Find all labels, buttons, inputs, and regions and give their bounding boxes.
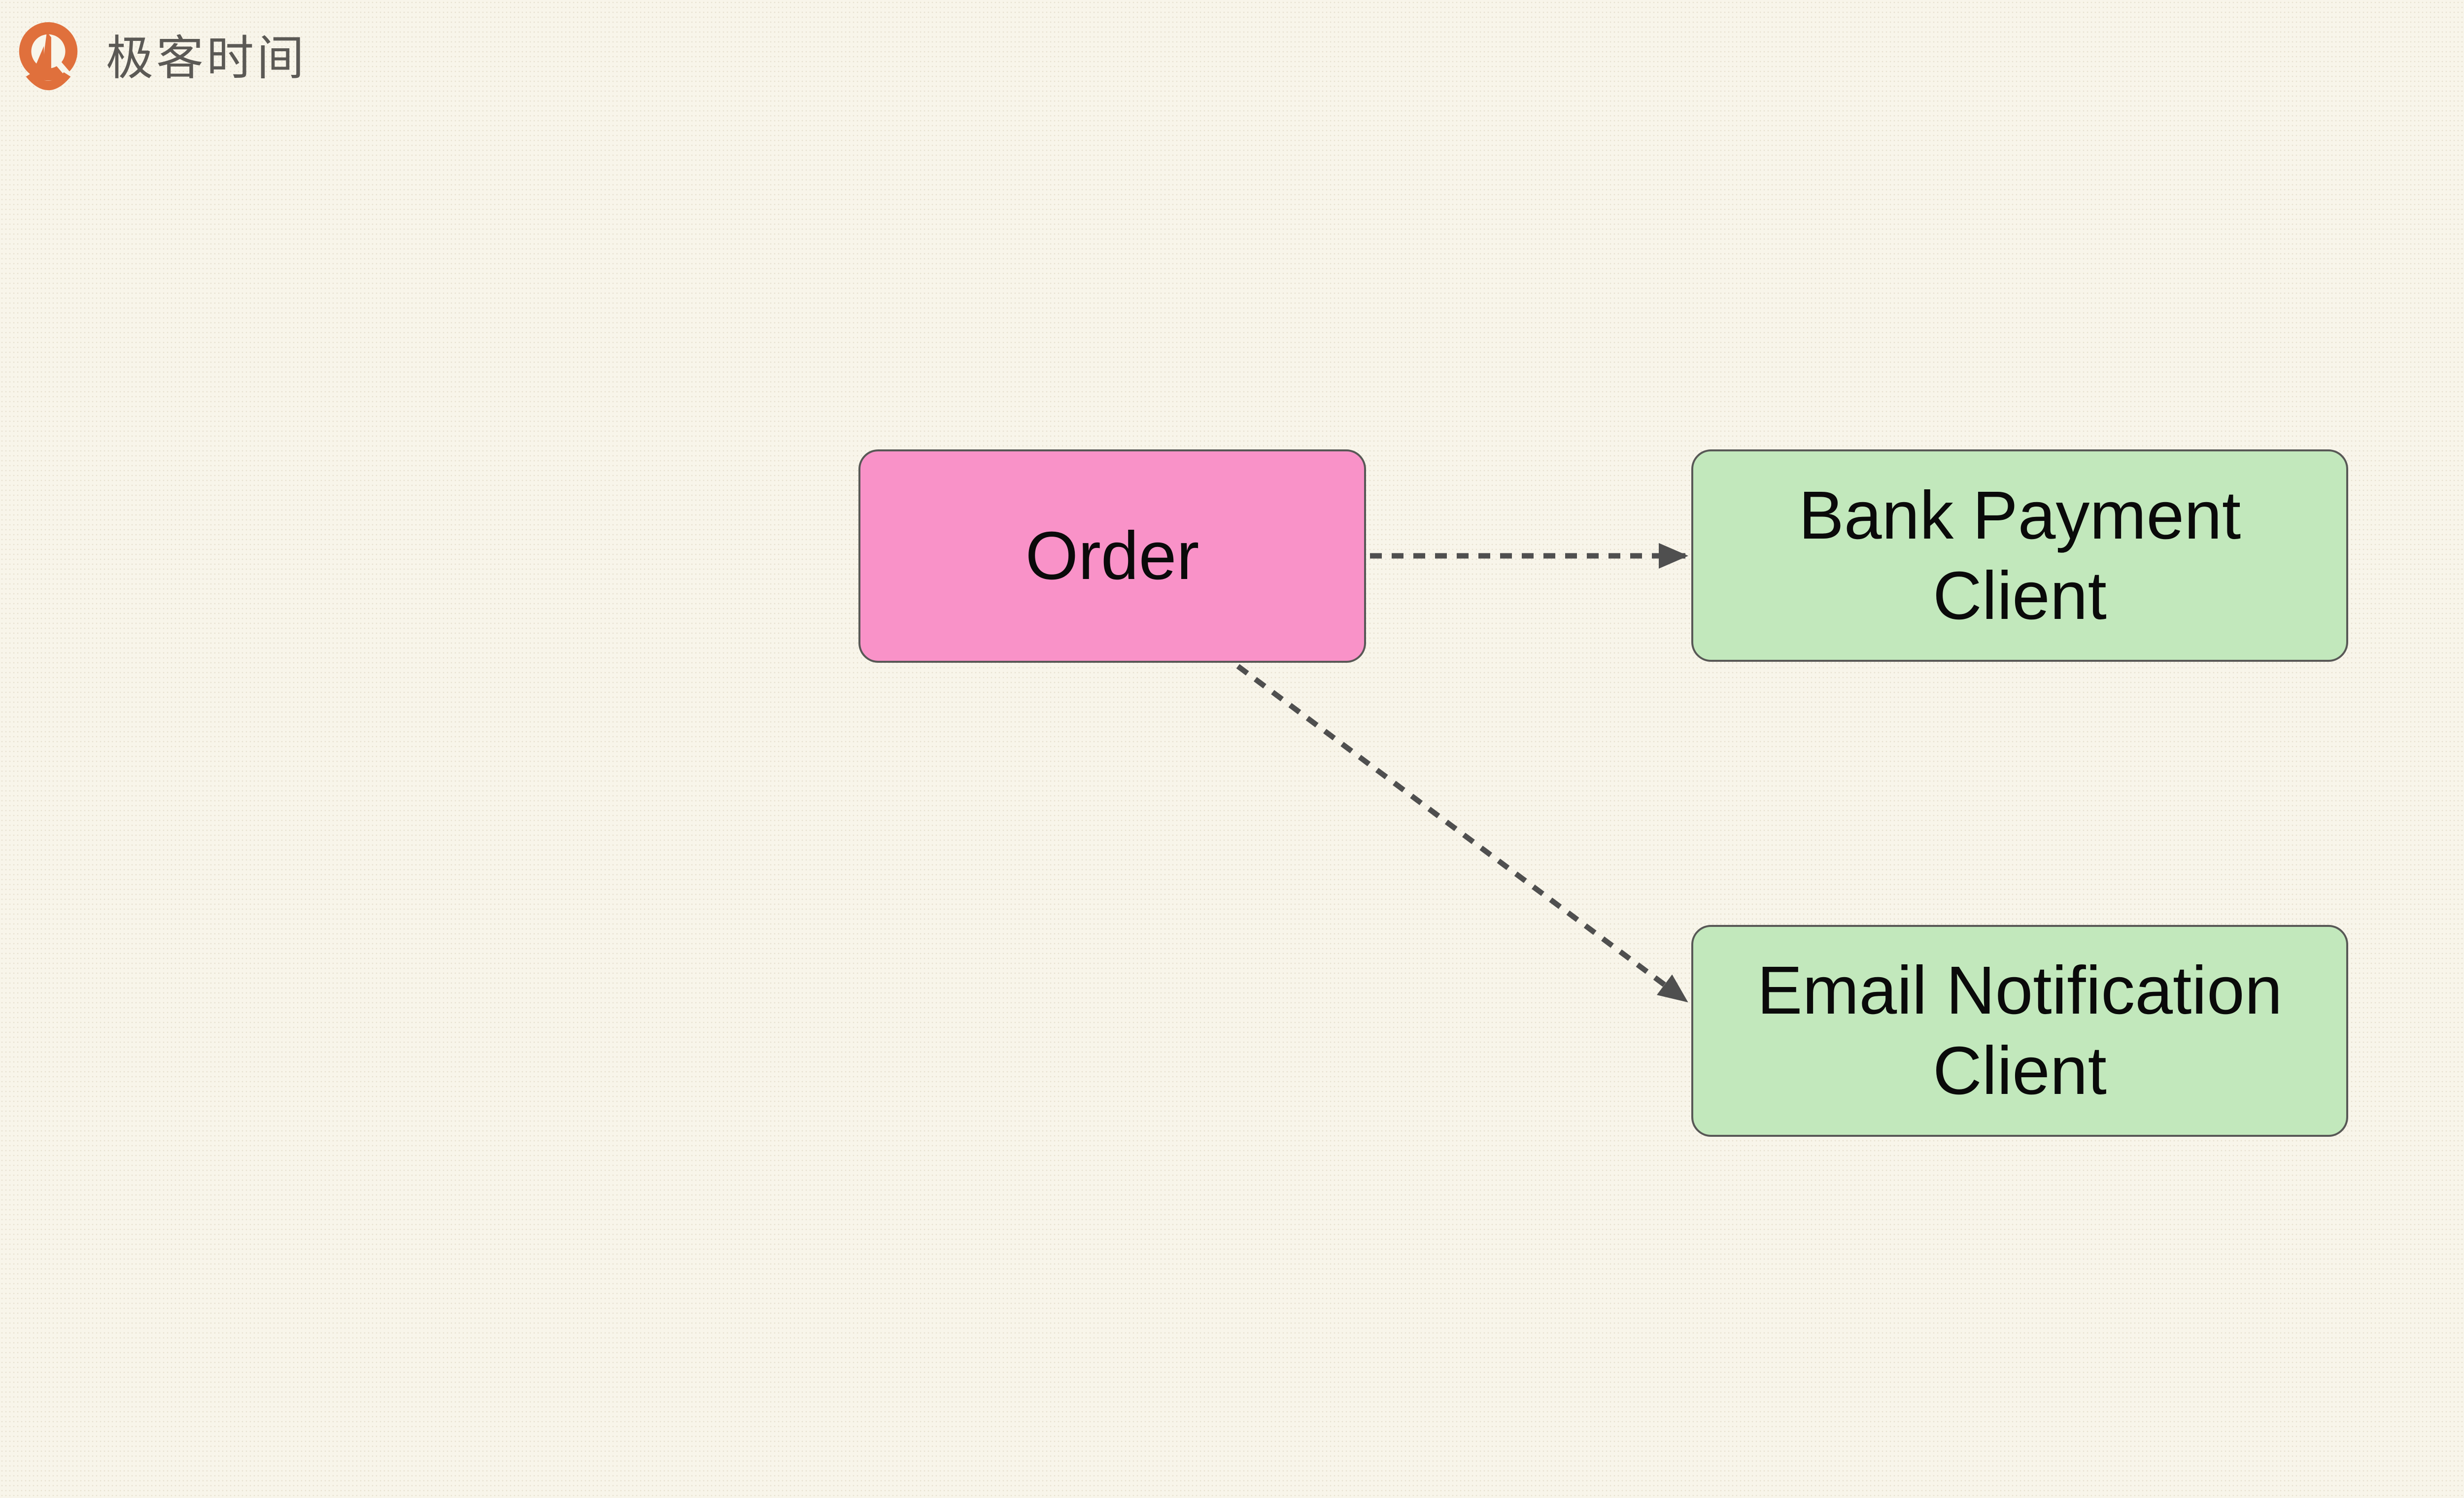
node-bank-payment-client: Bank Payment Client xyxy=(1691,449,2348,662)
node-bank-payment-client-label: Bank Payment Client xyxy=(1798,477,2241,634)
brand-logo: 极客时间 xyxy=(16,22,307,95)
brand-name: 极客时间 xyxy=(106,32,307,85)
node-order: Order xyxy=(858,449,1366,663)
geektime-logo-icon xyxy=(19,22,78,91)
node-order-label: Order xyxy=(1025,518,1199,594)
edge-order-to-email-notification xyxy=(1236,664,1689,1004)
node-email-notification-client: Email Notification Client xyxy=(1691,925,2348,1137)
node-email-notification-client-label: Email Notification Client xyxy=(1757,953,2283,1109)
